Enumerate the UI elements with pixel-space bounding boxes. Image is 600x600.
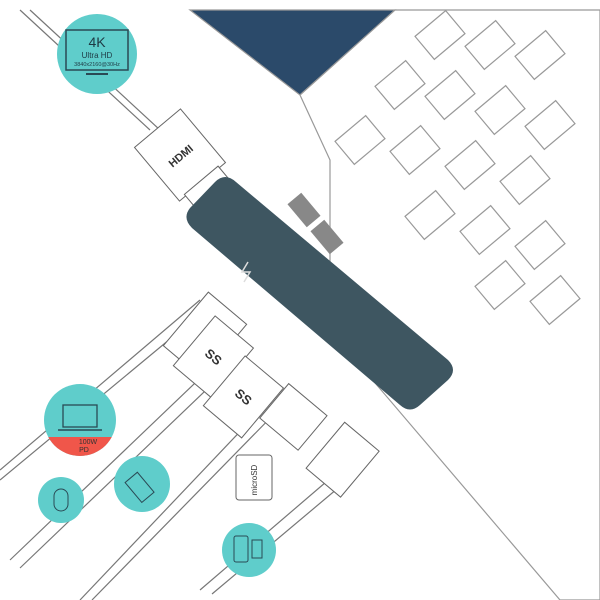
microsd-card: microSD [235, 454, 273, 501]
flash-drive-badge [114, 456, 170, 512]
laptop-icon [62, 404, 98, 428]
watt-label: 100W [79, 439, 98, 446]
phone-badge [222, 523, 276, 577]
monitor-badge: 4K Ultra HD 3840x2160@30Hz [57, 14, 137, 94]
flash-drive-icon [124, 471, 155, 504]
usb-a-connector-2: SS [202, 355, 285, 439]
lightning-icon [240, 261, 252, 283]
sd-card [259, 382, 328, 451]
usb-connectors: SS SS microSD [162, 291, 380, 501]
keyboard-keys [334, 9, 581, 326]
usb-c-connector-2 [305, 421, 380, 498]
quality-label: Ultra HD [82, 51, 113, 60]
pd-label: PD [79, 447, 89, 454]
battery-icon [251, 539, 263, 559]
laptop-outline [188, 9, 600, 600]
resolution-label: 4K [88, 34, 106, 50]
power-badge: 100W PD [44, 384, 116, 456]
svg-text:microSD: microSD [250, 464, 259, 495]
mouse-icon [53, 488, 69, 512]
mouse-badge [38, 477, 84, 523]
spec-label: 3840x2160@30Hz [74, 62, 120, 68]
phone-icon [233, 535, 249, 563]
usb-c-hub [186, 177, 453, 410]
